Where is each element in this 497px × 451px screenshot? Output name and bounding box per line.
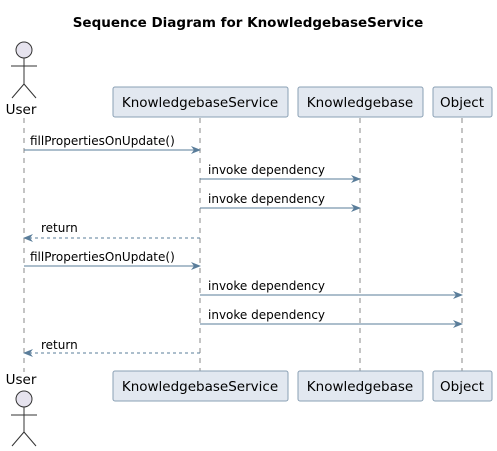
participant-knowledgebase-service-top: KnowledgebaseService bbox=[112, 86, 289, 118]
actor-user-top: User bbox=[6, 41, 37, 118]
message-label: fillPropertiesOnUpdate() bbox=[30, 134, 175, 148]
participant-knowledgebase-bottom: Knowledgebase bbox=[297, 370, 424, 402]
participant-label: Knowledgebase bbox=[307, 95, 413, 111]
message-label: invoke dependency bbox=[208, 308, 325, 322]
message-8-return: return bbox=[23, 338, 200, 357]
participant-label: Object bbox=[440, 95, 484, 111]
participant-label: KnowledgebaseService bbox=[122, 379, 278, 395]
message-label: invoke dependency bbox=[208, 192, 325, 206]
message-label: return bbox=[41, 221, 78, 235]
user-actor-icon bbox=[11, 390, 37, 447]
message-label: invoke dependency bbox=[208, 163, 325, 177]
message-7: invoke dependency bbox=[200, 308, 463, 328]
actor-user-bottom: User bbox=[6, 372, 37, 447]
participant-object-bottom: Object bbox=[432, 370, 493, 402]
participant-label: KnowledgebaseService bbox=[122, 95, 278, 111]
lifelines bbox=[23, 118, 463, 372]
message-6: invoke dependency bbox=[200, 279, 463, 299]
message-1: fillPropertiesOnUpdate() bbox=[24, 134, 201, 154]
user-actor-icon bbox=[11, 41, 37, 99]
diagram-title: Sequence Diagram for KnowledgebaseServic… bbox=[73, 15, 424, 31]
message-label: return bbox=[41, 338, 78, 352]
message-2: invoke dependency bbox=[200, 163, 361, 183]
participant-knowledgebase-service-bottom: KnowledgebaseService bbox=[112, 370, 289, 402]
participant-label: Knowledgebase bbox=[307, 379, 413, 395]
message-5: fillPropertiesOnUpdate() bbox=[24, 250, 201, 270]
participant-knowledgebase-top: Knowledgebase bbox=[297, 86, 424, 118]
message-label: invoke dependency bbox=[208, 279, 325, 293]
actor-user-label-top: User bbox=[6, 102, 37, 118]
message-3: invoke dependency bbox=[200, 192, 361, 212]
message-label: fillPropertiesOnUpdate() bbox=[30, 250, 175, 264]
participant-label: Object bbox=[440, 379, 484, 395]
participant-object-top: Object bbox=[432, 86, 493, 118]
actor-user-label-bottom: User bbox=[6, 372, 37, 388]
message-4-return: return bbox=[23, 221, 200, 242]
